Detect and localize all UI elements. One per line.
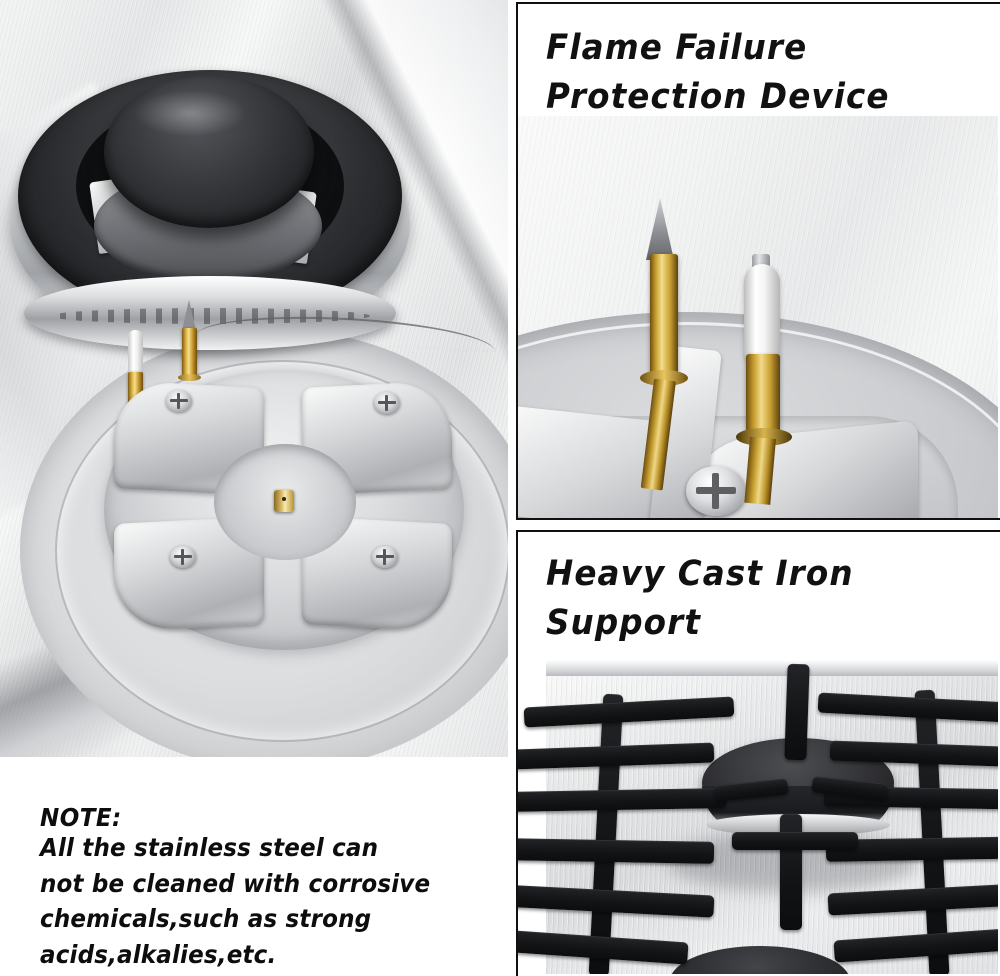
- note-panel: NOTE: All the stainless steel can not be…: [0, 757, 508, 976]
- flame-failure-heading-wrap: Flame Failure Protection Device: [546, 24, 996, 122]
- note-body: All the stainless steel can not be clean…: [40, 833, 431, 969]
- flame-failure-panel: Flame Failure Protection Device: [516, 2, 1000, 520]
- phillips-screw: [374, 392, 400, 414]
- cast-iron-grate-bar: [518, 788, 727, 812]
- thermocouple-collar: [178, 374, 201, 381]
- burner-closeup-photo: [0, 0, 508, 757]
- ignition-electrode: [736, 254, 792, 505]
- electrode-ceramic-insulator: [128, 330, 143, 374]
- gas-injector-jet: [274, 490, 294, 512]
- cast-iron-grate-bar: [518, 838, 715, 864]
- gas-burner-assembly: [10, 40, 410, 360]
- phillips-screw: [372, 546, 398, 568]
- note-title: NOTE:: [40, 803, 122, 832]
- cast-iron-grate-center-fin: [784, 663, 810, 761]
- thermocouple-steel-tip: [182, 300, 196, 330]
- burner-cap-highlight: [135, 90, 245, 136]
- aluminium-burner-base: [104, 370, 464, 650]
- flame-failure-photo: [518, 116, 998, 518]
- note-text-block: NOTE: All the stainless steel can not be…: [40, 805, 500, 972]
- phillips-screw: [686, 466, 746, 516]
- phillips-screw: [166, 390, 192, 412]
- cast-iron-panel: Heavy Cast Iron Support: [516, 530, 1000, 976]
- cooktop-front-edge: [546, 660, 998, 676]
- electrode-brass-body: [746, 354, 780, 436]
- thermocouple-steel-tip: [646, 198, 674, 260]
- burner-flame-ports: [50, 308, 370, 324]
- thermocouple-brass-body: [182, 328, 197, 378]
- cast-iron-photo: [518, 636, 998, 974]
- flame-failure-thermocouple: [636, 198, 688, 491]
- flame-failure-heading: Flame Failure Protection Device: [546, 28, 890, 117]
- phillips-screw: [170, 546, 196, 568]
- cast-iron-heading-wrap: Heavy Cast Iron Support: [546, 550, 996, 648]
- burner-chrome-skirt: [24, 276, 396, 350]
- thermocouple-brass-body: [650, 254, 678, 380]
- thermocouple-collar: [640, 370, 688, 386]
- cast-iron-grate-cross-bar: [732, 832, 858, 850]
- burner-recess-rim: [55, 360, 508, 742]
- electrode-ceramic-insulator: [744, 264, 780, 358]
- cast-iron-heading: Heavy Cast Iron Support: [546, 554, 854, 643]
- burner-cap: [104, 76, 314, 228]
